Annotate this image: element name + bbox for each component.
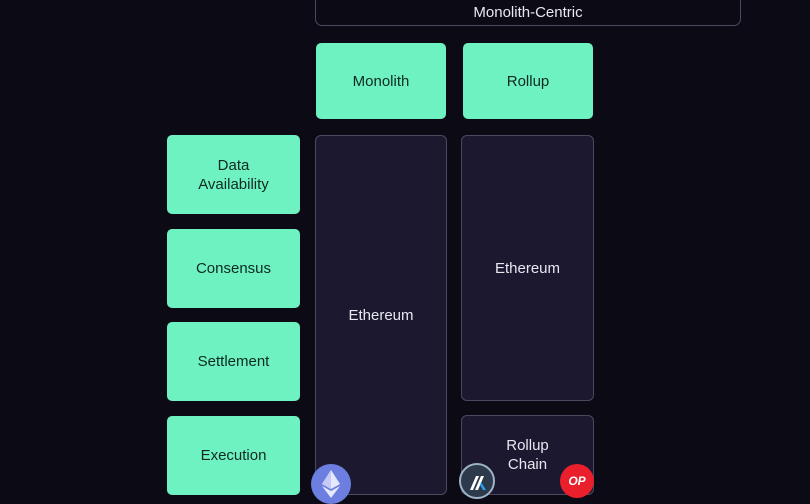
model-title-text: Monolith-Centric xyxy=(473,3,583,21)
column-header-rollup: Rollup xyxy=(463,43,593,119)
model-title: Monolith-Centric xyxy=(315,0,741,26)
layer-execution: Execution xyxy=(167,416,300,495)
layer-consensus: Consensus xyxy=(167,229,300,308)
monolith-ethereum-block: Ethereum xyxy=(315,135,447,495)
rollup-ethereum-block: Ethereum xyxy=(461,135,594,401)
optimism-icon: OP xyxy=(560,464,594,498)
layer-data-availability: Data Availability xyxy=(167,135,300,214)
arbitrum-icon xyxy=(459,463,495,499)
layer-settlement: Settlement xyxy=(167,322,300,401)
column-header-monolith: Monolith xyxy=(316,43,446,119)
ethereum-icon xyxy=(311,464,351,504)
